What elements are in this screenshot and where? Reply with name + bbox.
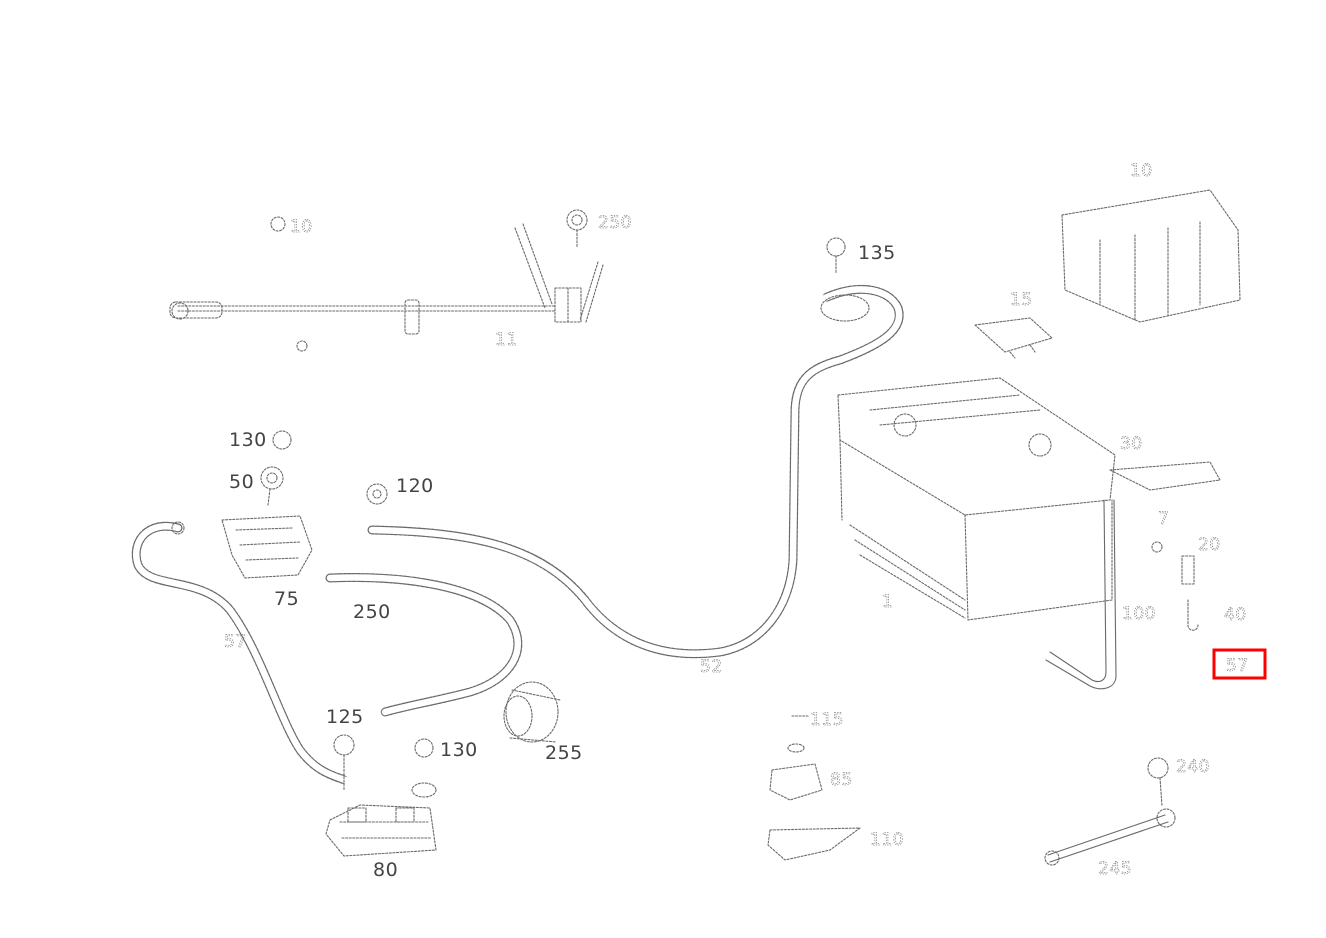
callout-11-upper[interactable]: 11 — [495, 330, 518, 351]
callout-120[interactable]: 120 — [396, 475, 434, 497]
callout-10-upper[interactable]: 10 — [290, 217, 313, 238]
lower-right-rod — [1044, 757, 1176, 866]
upper-bracket-rod-assembly — [169, 209, 604, 352]
callout-250[interactable]: 250 — [353, 601, 391, 623]
highlight-box — [1212, 648, 1267, 680]
highlighted-callout[interactable]: 57 — [1212, 648, 1267, 680]
main-battery-cable — [367, 237, 904, 659]
callout-110[interactable]: 110 — [870, 830, 904, 851]
callout-240[interactable]: 240 — [1176, 757, 1210, 778]
callout-20[interactable]: 20 — [1198, 535, 1221, 556]
callout-255[interactable]: 255 — [545, 742, 583, 764]
lower-center-hardware — [767, 715, 861, 861]
battery-strap-hardware — [1045, 499, 1199, 690]
callout-75[interactable]: 75 — [274, 588, 299, 610]
callout-40[interactable]: 40 — [1224, 605, 1247, 626]
lower-left-bracket — [325, 681, 561, 857]
callout-130-bottom[interactable]: 130 — [440, 739, 478, 761]
callout-highlighted[interactable]: 57 — [1226, 656, 1249, 677]
left-ground-cable — [131, 521, 523, 785]
callout-250-upper[interactable]: 250 — [598, 213, 632, 234]
callout-85[interactable]: 85 — [830, 770, 853, 791]
callout-7[interactable]: 7 — [1158, 509, 1170, 530]
callout-57[interactable]: 57 — [224, 632, 247, 653]
left-hardware — [221, 430, 388, 579]
callout-125[interactable]: 125 — [326, 706, 364, 728]
callout-115[interactable]: 115 — [810, 710, 844, 731]
battery-assembly — [837, 189, 1241, 621]
callout-52[interactable]: 52 — [700, 657, 723, 678]
callout-135[interactable]: 135 — [858, 242, 896, 264]
callout-80[interactable]: 80 — [373, 859, 398, 881]
callout-100[interactable]: 100 — [1122, 604, 1156, 625]
callout-10-battery[interactable]: 10 — [1130, 161, 1153, 182]
callout-30[interactable]: 30 — [1120, 434, 1143, 455]
callout-130-top[interactable]: 130 — [229, 429, 267, 451]
callout-245[interactable]: 245 — [1098, 859, 1132, 880]
callout-1[interactable]: 1 — [882, 592, 894, 613]
callout-15[interactable]: 15 — [1010, 290, 1033, 311]
callout-50[interactable]: 50 — [229, 471, 254, 493]
